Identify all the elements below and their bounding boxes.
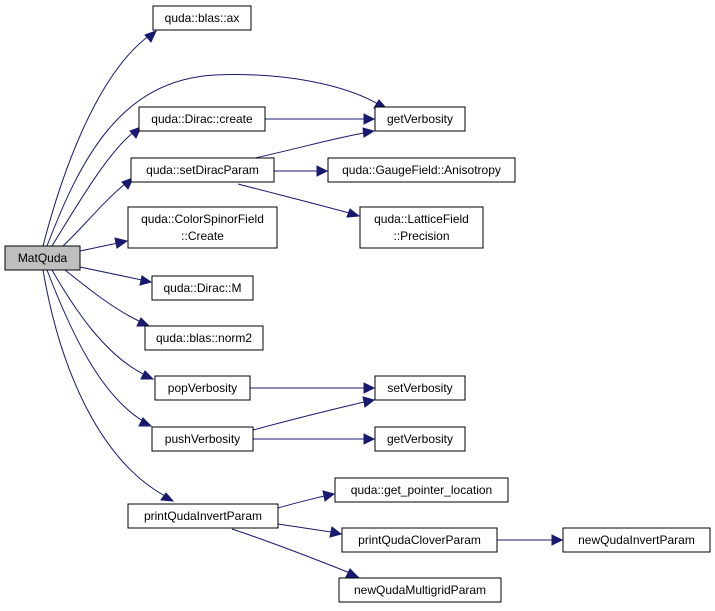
edge-matquda-to-setdiracparam [62, 177, 134, 247]
node-label: printQudaInvertParam [144, 509, 262, 523]
node-label: quda::setDiracParam [146, 163, 259, 177]
node-getverbosity-1[interactable]: getVerbosity [374, 106, 466, 132]
node-label: quda::Dirac::M [163, 281, 241, 295]
node-gaugefield-anisotropy[interactable]: quda::GaugeField::Anisotropy [327, 157, 516, 183]
node-label-line2: ::Create [181, 229, 224, 243]
node-pushverbosity[interactable]: pushVerbosity [151, 426, 254, 452]
edge-matquda-to-csf-create [79, 237, 129, 252]
edge-matquda-to-dirac-m [79, 266, 153, 286]
node-newquda-multigridparam[interactable]: newQudaMultigridParam [338, 577, 502, 603]
node-getverbosity-2[interactable]: getVerbosity [374, 426, 466, 452]
edge-matquda-to-blas-ax [42, 30, 157, 247]
edge-setdiracparam-to-precision [237, 183, 361, 218]
node-label: quda::Dirac::create [151, 112, 253, 126]
edge-printinvertparam-to-pointer-location [277, 490, 336, 509]
node-label: quda::GaugeField::Anisotropy [342, 163, 501, 177]
node-label: setVerbosity [387, 381, 452, 395]
node-get-pointer-location[interactable]: quda::get_pointer_location [334, 477, 509, 503]
node-newquda-invertparam[interactable]: newQudaInvertParam [562, 527, 711, 553]
node-label: newQudaMultigridParam [354, 583, 486, 597]
node-blas-norm2[interactable]: quda::blas::norm2 [144, 325, 264, 351]
edge-matquda-to-blas-norm2 [64, 269, 151, 327]
node-setverbosity[interactable]: setVerbosity [374, 375, 466, 401]
edge-pushverbosity-to-setverbosity [252, 396, 376, 431]
node-label: getVerbosity [387, 432, 453, 446]
node-blas-ax[interactable]: quda::blas::ax [152, 5, 252, 31]
node-printquda-invertparam[interactable]: printQudaInvertParam [127, 503, 279, 529]
node-label: pushVerbosity [165, 432, 240, 446]
node-label-line2: ::Precision [393, 229, 449, 243]
edge-printinvertparam-to-cloverparam [277, 523, 343, 538]
node-label: getVerbosity [387, 112, 453, 126]
edge-matquda-to-printinvertparam [42, 269, 175, 502]
edge-setdiracparam-to-anisotropy [274, 165, 329, 177]
node-label-line1: quda::LatticeField [374, 212, 469, 226]
node-printquda-cloverparam[interactable]: printQudaCloverParam [341, 527, 498, 553]
edge-pushverbosity-to-getverbosity [253, 433, 376, 445]
node-matquda[interactable]: MatQuda [4, 245, 81, 271]
node-colorspinorfield-create[interactable]: quda::ColorSpinorField ::Create [127, 206, 278, 249]
node-dirac-m[interactable]: quda::Dirac::M [151, 275, 254, 301]
node-latticefield-precision[interactable]: quda::LatticeField ::Precision [359, 206, 484, 249]
node-label: quda::blas::norm2 [156, 331, 252, 345]
node-dirac-create[interactable]: quda::Dirac::create [138, 106, 266, 132]
node-label: quda::get_pointer_location [351, 483, 492, 497]
node-label: popVerbosity [168, 381, 237, 395]
edge-matquda-to-pushverbosity [46, 269, 153, 427]
edge-matquda-to-dirac-create [51, 126, 142, 247]
edge-matquda-to-popverbosity [51, 269, 155, 380]
node-label: quda::blas::ax [165, 11, 240, 25]
node-label-line1: quda::ColorSpinorField [141, 212, 264, 226]
edge-dirac-create-to-getverbosity [265, 113, 376, 125]
node-setdiracparam[interactable]: quda::setDiracParam [130, 157, 275, 183]
node-popverbosity[interactable]: popVerbosity [154, 375, 251, 401]
node-label: newQudaInvertParam [578, 533, 695, 547]
edge-popverbosity-to-setverbosity [250, 382, 376, 394]
node-label: printQudaCloverParam [358, 533, 481, 547]
edge-setdiracparam-to-getverbosity [254, 127, 376, 159]
edge-printinvertparam-to-multigridparam [231, 528, 360, 578]
node-label: MatQuda [18, 251, 68, 265]
edge-cloverparam-to-newinvertparam [497, 534, 564, 546]
